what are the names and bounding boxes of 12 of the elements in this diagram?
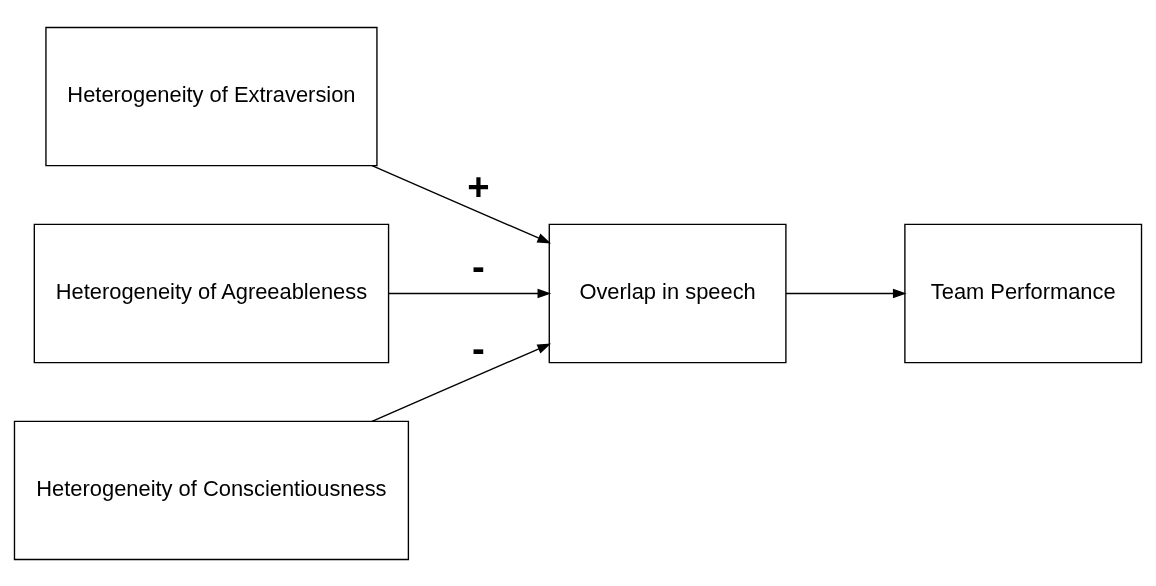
edge-label: - — [472, 244, 485, 288]
arrow — [371, 343, 552, 422]
node-box: Heterogeneity of Agreeableness — [33, 223, 390, 363]
node-box: Team Performance — [904, 223, 1143, 363]
edge-label: + — [467, 164, 490, 208]
arrow — [785, 288, 907, 298]
arrow — [371, 164, 552, 243]
edge-label: - — [472, 326, 485, 370]
node-box: Overlap in speech — [548, 223, 787, 363]
arrow — [388, 288, 552, 298]
node-box: Heterogeneity of Extraversion — [45, 26, 378, 166]
node-box: Heterogeneity of Conscientiousness — [13, 420, 410, 560]
